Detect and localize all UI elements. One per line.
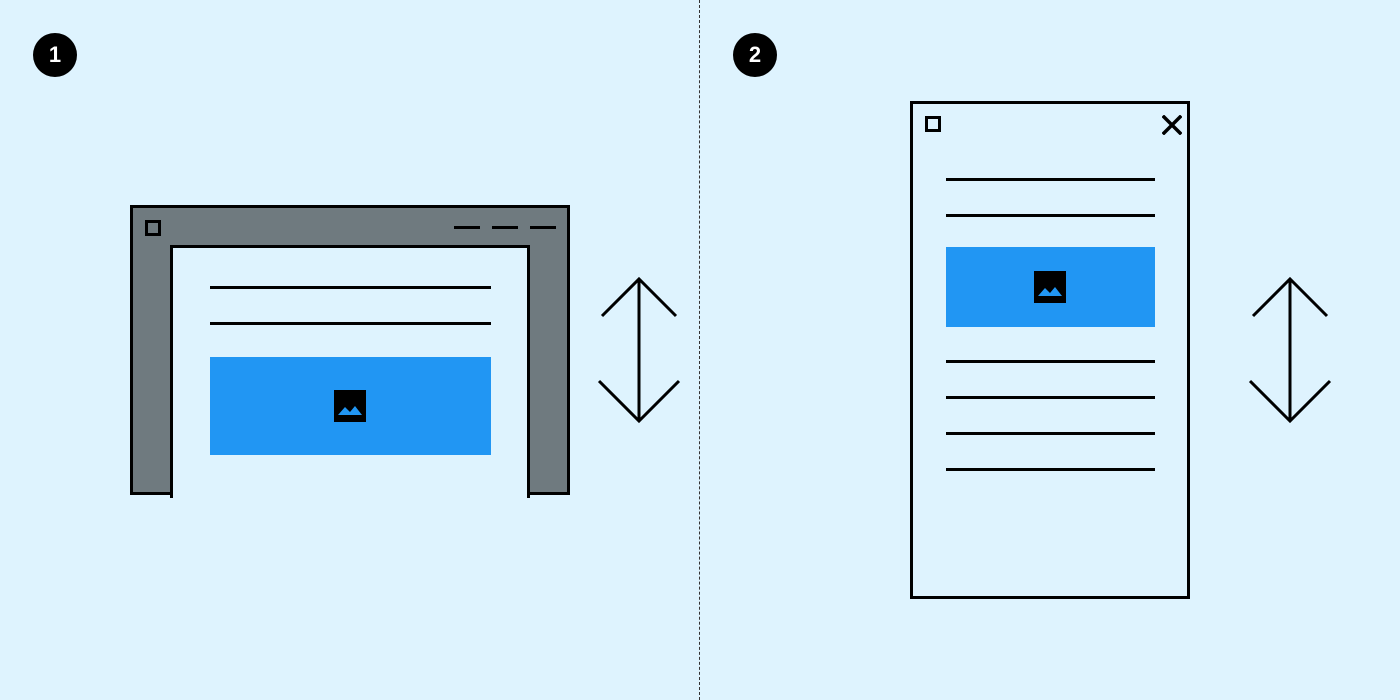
step-badge-1: 1 (33, 33, 77, 77)
image-icon (334, 390, 366, 422)
text-line (946, 432, 1155, 435)
image-icon (1034, 271, 1066, 303)
window-square-icon (925, 116, 941, 132)
window-square-icon (145, 220, 161, 236)
desktop-window (130, 205, 570, 498)
text-line (946, 214, 1155, 217)
text-line (210, 286, 491, 289)
window-dash-icon (530, 226, 556, 229)
step-badge-2: 2 (733, 33, 777, 77)
mobile-window (910, 101, 1190, 599)
close-icon (1162, 115, 1182, 135)
vertical-scroll-arrow-icon (597, 276, 681, 424)
panel-divider (699, 0, 700, 700)
text-line (946, 178, 1155, 181)
desktop-content-area (170, 245, 530, 498)
image-placeholder (210, 357, 491, 455)
text-line (946, 468, 1155, 471)
vertical-scroll-arrow-icon (1248, 276, 1332, 424)
text-line (946, 360, 1155, 363)
text-line (946, 396, 1155, 399)
window-dash-icon (492, 226, 518, 229)
window-dash-icon (454, 226, 480, 229)
image-placeholder (946, 247, 1155, 327)
text-line (210, 322, 491, 325)
